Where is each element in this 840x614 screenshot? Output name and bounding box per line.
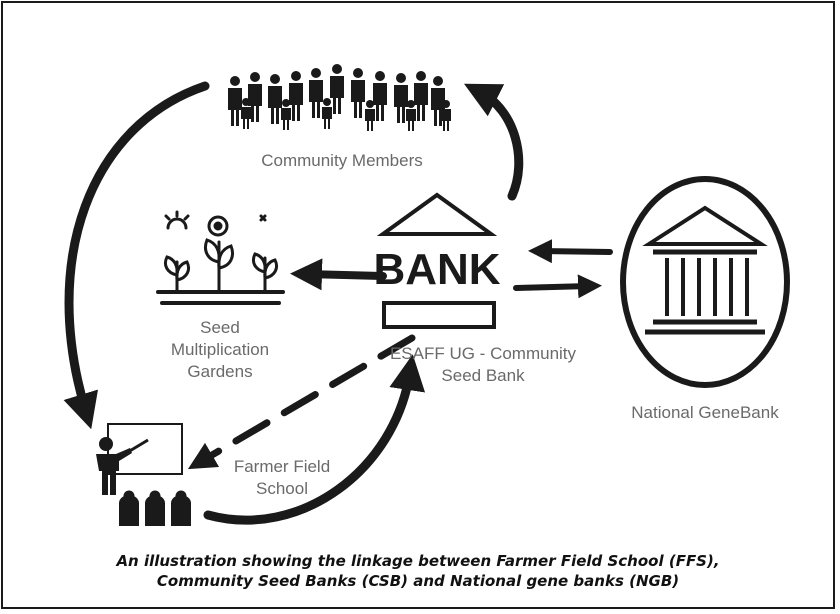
seed-gardens-label: Seed Multiplication Gardens: [170, 318, 270, 381]
arrow-community-to-ffs: [63, 81, 210, 430]
arrow-genebank-to-bank: [528, 239, 613, 264]
arrow-bank-to-gardens: [290, 258, 387, 291]
arrow-bank-to-ffs-dashed: [187, 334, 416, 470]
bank-building-icon: BANK: [373, 192, 501, 329]
arrow-bank-to-genebank: [513, 274, 602, 299]
farmer-field-school-label: Farmer Field School: [233, 457, 331, 498]
plants-icon: [156, 210, 285, 305]
classical-building-icon: [620, 176, 790, 388]
bank-sign: BANK: [373, 245, 500, 294]
crowd-icon: [228, 64, 451, 131]
arrow-ffs-to-bank: [203, 354, 426, 525]
community-members-label: Community Members: [261, 151, 423, 170]
community-seed-bank-label: ESAFF UG - Community Seed Bank: [389, 344, 577, 385]
national-genebank-label: National GeneBank: [631, 403, 779, 422]
figure-caption: An illustration showing the linkage betw…: [116, 552, 720, 590]
arrow-bank-to-community: [464, 83, 524, 201]
teacher-classroom-icon: [96, 423, 191, 526]
